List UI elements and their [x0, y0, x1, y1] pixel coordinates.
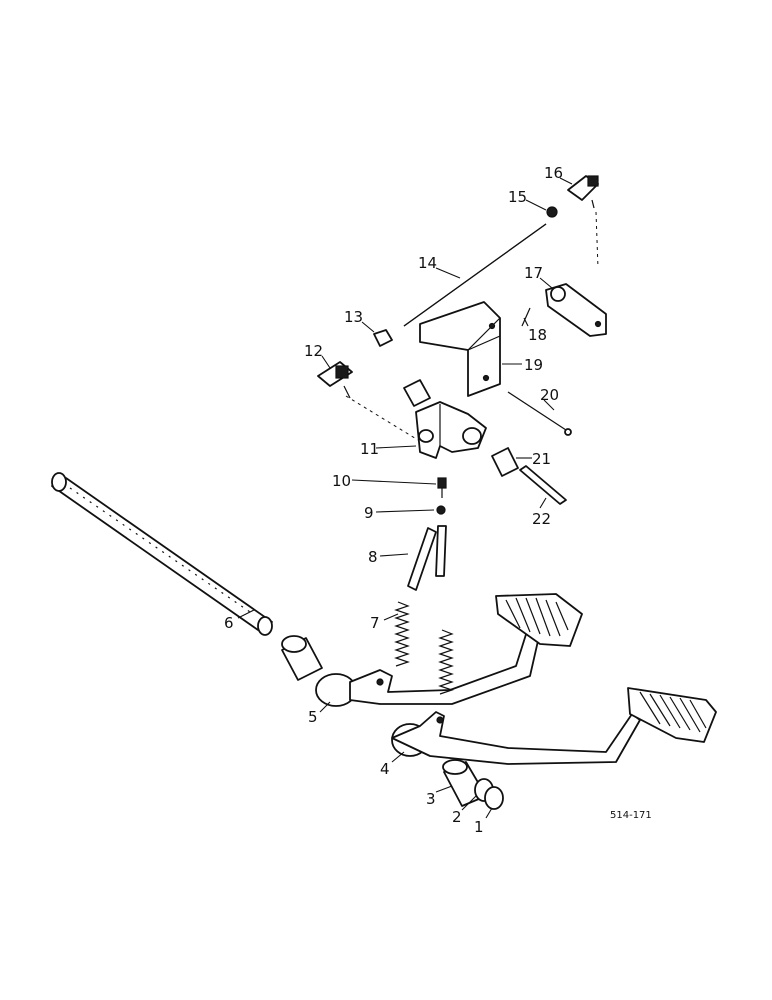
bracket-bushing-part	[403, 379, 431, 407]
roll-pin-part	[521, 307, 531, 327]
pedal-bracket-part	[415, 401, 487, 459]
callout-8: 8	[368, 548, 378, 566]
snap-ring-part	[484, 786, 504, 810]
callout-6: 6	[224, 614, 234, 632]
lock-nut-part	[546, 206, 558, 218]
callout-1: 1	[474, 818, 484, 836]
long-pin-part	[507, 391, 572, 436]
callout-15: 15	[508, 188, 527, 206]
callout-9: 9	[364, 504, 374, 522]
callout-13: 13	[344, 308, 363, 326]
callout-10: 10	[332, 472, 351, 490]
pin-bushing-part	[491, 447, 519, 477]
callout-21: 21	[532, 450, 551, 468]
callout-16: 16	[544, 164, 563, 182]
return-springs-part	[394, 601, 454, 695]
callout-20: 20	[540, 386, 559, 404]
pivot-lever-part	[545, 283, 607, 337]
callout-12: 12	[304, 342, 323, 360]
lower-brake-pedal-part	[391, 687, 717, 765]
pivot-pin-part	[519, 465, 567, 505]
callout-7: 7	[370, 614, 380, 632]
mounting-bracket-part	[419, 301, 501, 397]
hex-nut-part	[373, 329, 393, 347]
threaded-rod-part	[403, 223, 547, 327]
callout-18: 18	[528, 326, 547, 344]
cross-shaft-part	[51, 472, 273, 636]
callout-17: 17	[524, 264, 543, 282]
callout-19: 19	[524, 356, 543, 374]
callout-14: 14	[418, 254, 437, 272]
callout-5: 5	[308, 708, 318, 726]
callout-2: 2	[452, 808, 462, 826]
callout-4: 4	[380, 760, 390, 778]
clevis-pins-part	[407, 525, 447, 591]
grease-fitting-part	[317, 361, 353, 399]
upper-clutch-pedal-part	[315, 593, 583, 707]
drawing-code: 514-171	[610, 810, 652, 821]
callout-22: 22	[532, 510, 551, 528]
callout-3: 3	[426, 790, 436, 808]
shaft-bushing-part	[281, 635, 323, 681]
callout-leaders	[237, 177, 573, 819]
set-screw-part	[437, 477, 447, 498]
small-nut-part	[436, 505, 446, 515]
callout-11: 11	[360, 440, 379, 458]
clevis-part	[567, 175, 599, 209]
